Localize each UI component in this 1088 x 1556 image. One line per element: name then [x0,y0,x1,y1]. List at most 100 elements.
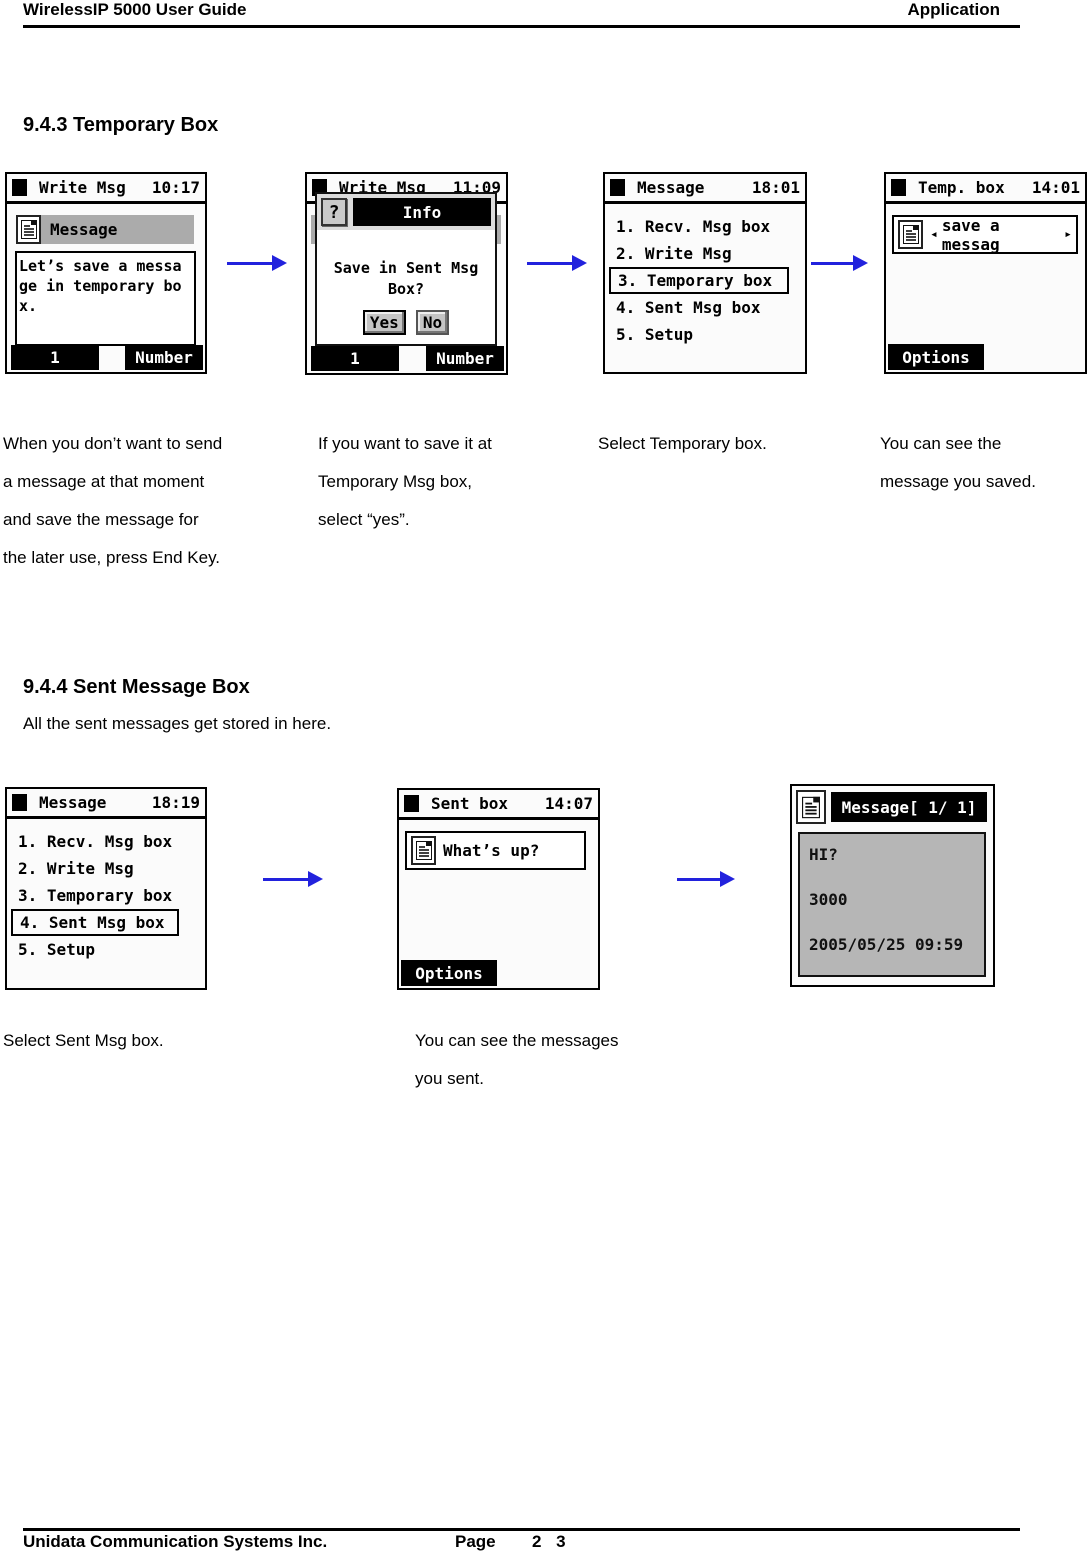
section-subtitle-944: All the sent messages get stored in here… [23,714,332,733]
status-square-icon [610,179,625,196]
caption-select-sent-msg-box: Select Sent Msg box. [3,1031,164,1050]
softkey-number: Number [426,346,504,371]
page-header-section: Application [907,0,1000,19]
info-dialog: ? Info Save in Sent Msg Box? Yes No [315,192,497,346]
flow-arrow-icon [811,255,868,271]
saved-message-title: save a messag [941,215,1000,254]
status-square-icon [12,794,27,811]
menu-item-sent-msg-box-selected: 4. Sent Msg box [11,909,179,936]
saved-message-item: ◂ save a messag ▸ [892,215,1078,254]
sent-message-title: What’s up? [443,841,540,860]
softkey-options: Options [401,960,497,986]
menu-item-temporary-box: 3. Temporary box [18,886,173,905]
screen-titlebar: Sent box 14:07 [399,790,598,820]
caption-end-key: When you don’t want to send a message at… [3,434,223,567]
yes-button: Yes [362,310,406,335]
arrow-head [272,255,287,271]
softkey-number: Number [125,345,203,370]
message-sender: 3000 [809,890,848,909]
menu-item-recv-msg-box: 1. Recv. Msg box [18,832,173,851]
arrow-head [308,871,323,887]
message-text: HI? [809,845,838,864]
clock-text: 18:19 [151,793,200,812]
clock-text: 10:17 [151,178,200,197]
screen-title: Write Msg [39,178,126,197]
info-dialog-title: Info [353,198,491,226]
screen-title: Message [637,178,705,197]
status-square-icon [312,179,327,196]
header-rule [23,25,1020,28]
screen-titlebar: Message 18:19 [7,789,205,819]
arrow-shaft [811,261,853,265]
arrow-shaft [677,877,720,881]
screen-titlebar: Write Msg 10:17 [7,174,205,204]
screen-sent-box: Sent box 14:07 What’s up? Options [397,788,600,990]
menu-item-setup: 5. Setup [616,325,694,344]
clock-text: 14:01 [1031,178,1080,197]
flow-arrow-icon [263,871,323,887]
info-dialog-message: Save in Sent Msg Box? [333,259,479,298]
status-square-icon [891,179,906,196]
screen-message-view: Message[ 1/ 1] HI? 3000 2005/05/25 09:59 [790,784,995,987]
page-header-title: WirelessIP 5000 User Guide [23,0,247,19]
section-title-944: 9.4.4 Sent Message Box [23,676,250,698]
info-dialog-buttons: Yes No [317,310,495,335]
softkey-left: 1 [311,346,399,371]
screen-message-menu-2: Message 18:19 1. Recv. Msg box 2. Write … [5,787,207,990]
document-icon [796,790,826,824]
menu-item-recv-msg-box: 1. Recv. Msg box [616,217,771,236]
menu-item-temporary-box-selected: 3. Temporary box [609,267,789,294]
clock-text: 18:01 [751,178,800,197]
document-icon [898,220,923,249]
message-label: Message [50,220,118,239]
message-label-bar: Message [16,215,194,244]
message-view-header: Message[ 1/ 1] [796,790,987,824]
screen-titlebar: Message 18:01 [605,174,805,204]
footer-rule [23,1528,1020,1531]
arrow-head [720,871,735,887]
screen-title: Temp. box [918,178,1005,197]
menu-item-sent-msg-box: 4. Sent Msg box [616,298,761,317]
chevron-right-icon: ▸ [1064,227,1072,242]
arrow-head [572,255,587,271]
no-button: No [415,310,450,335]
chevron-left-icon: ◂ [930,227,938,242]
screen-title: Message [39,793,107,812]
status-square-icon [12,179,27,196]
message-datetime: 2005/05/25 09:59 [809,935,964,954]
menu-item-write-msg: 2. Write Msg [18,859,134,878]
message-view-body: HI? 3000 2005/05/25 09:59 [798,832,986,977]
status-square-icon [404,795,419,812]
softkey-options: Options [888,344,984,370]
footer-page-label: Page [455,1532,496,1551]
screen-titlebar: Temp. box 14:01 [886,174,1085,204]
screen-message-menu: Message 18:01 1. Recv. Msg box 2. Write … [603,172,807,374]
flow-arrow-icon [227,255,287,271]
footer-page-number: 2 3 [532,1532,571,1551]
arrow-shaft [527,261,572,265]
sent-message-item: What’s up? [405,831,586,870]
menu-item-write-msg: 2. Write Msg [616,244,732,263]
question-icon: ? [321,198,347,226]
document-icon [16,215,41,244]
screen-temp-box: Temp. box 14:01 ◂ save a messag ▸ Option… [884,172,1087,374]
document-icon [411,836,436,865]
footer-company: Unidata Communication Systems Inc. [23,1532,328,1551]
screen-write-msg: Write Msg 10:17 Message Let’s save a mes… [5,172,207,374]
menu-item-setup: 5. Setup [18,940,96,959]
arrow-shaft [227,261,272,265]
arrow-shaft [263,877,308,881]
caption-select-temporary-box: Select Temporary box. [598,434,767,453]
clock-text: 14:07 [544,794,593,813]
section-title-943: 9.4.3 Temporary Box [23,114,219,136]
message-view-title: Message[ 1/ 1] [831,792,987,822]
flow-arrow-icon [677,871,735,887]
arrow-head [853,255,868,271]
caption-select-yes: If you want to save it at Temporary Msg … [318,434,492,529]
message-menu-list: 1. Recv. Msg box 2. Write Msg 3. Tempora… [7,828,205,963]
screen-save-dialog: Write Msg 11:09 1 Number ? Info Save in … [305,172,508,375]
softkey-left: 1 [11,345,99,370]
caption-see-sent-messages: You can see the messages you sent. [415,1031,619,1088]
flow-arrow-icon [527,255,587,271]
